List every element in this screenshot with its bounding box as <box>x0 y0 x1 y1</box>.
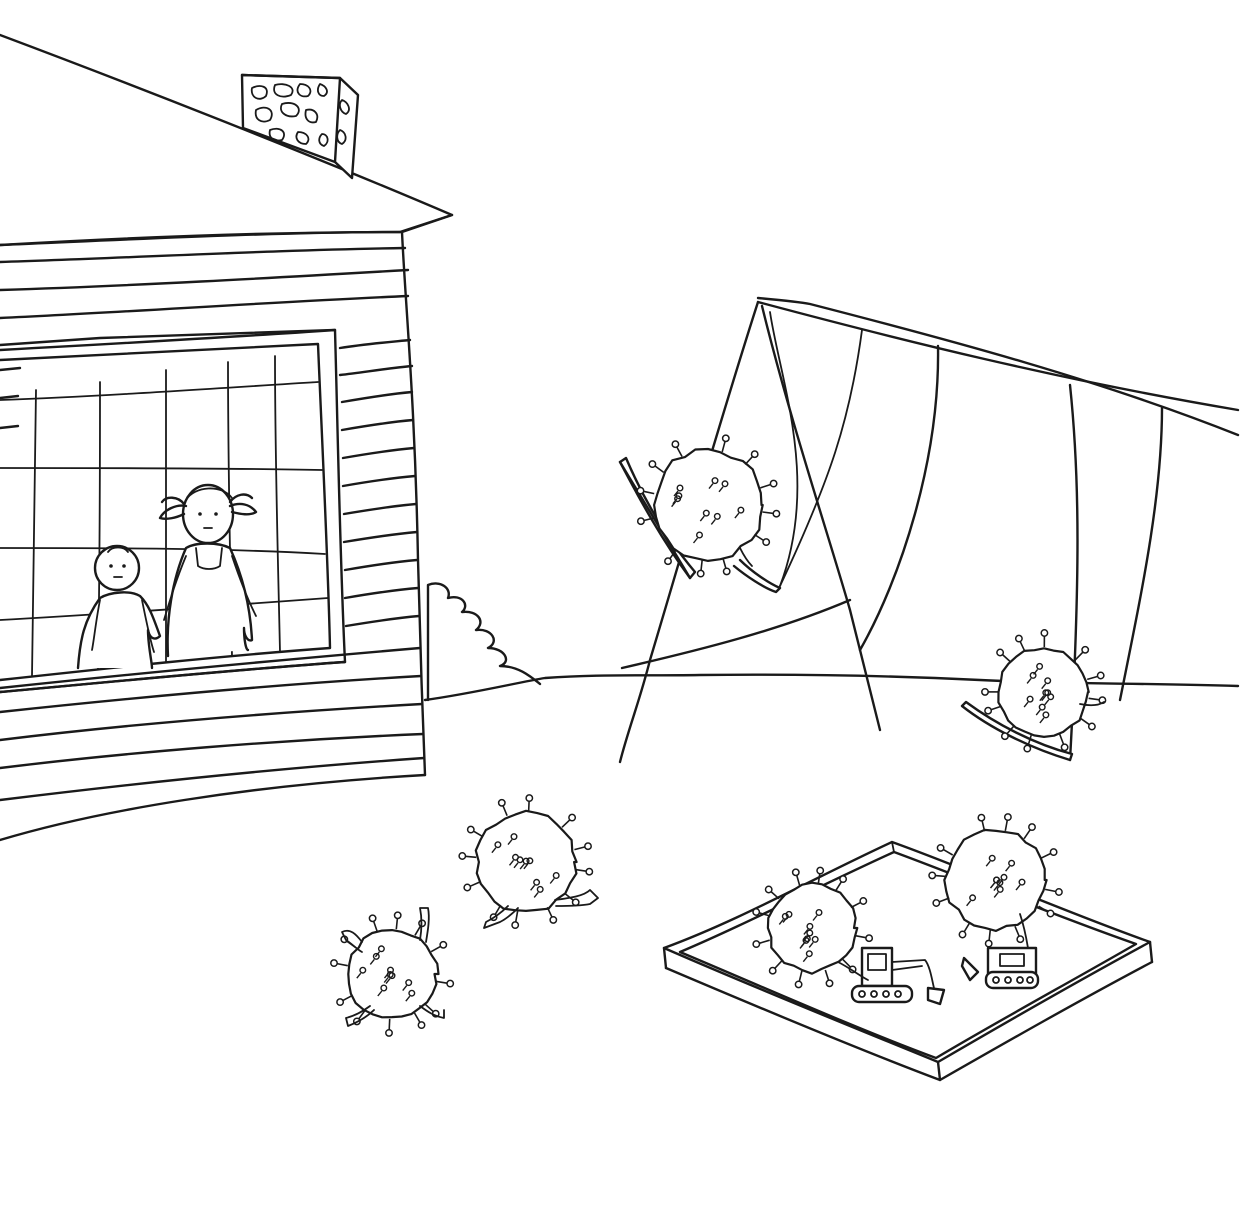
virus-running <box>458 794 594 930</box>
toy-bulldozer <box>960 946 1040 990</box>
virus-with-excavator <box>752 866 874 989</box>
toy-excavator <box>850 946 946 1006</box>
virus-characters <box>330 434 1107 1037</box>
virus-tumbling <box>330 911 455 1037</box>
boy-figure <box>76 544 162 670</box>
girl-figure <box>158 483 258 658</box>
chimney <box>240 73 360 180</box>
horizon-line <box>423 673 1240 702</box>
virus-with-bulldozer <box>928 813 1063 948</box>
virus-on-left-swing <box>636 434 781 578</box>
bush <box>426 582 542 702</box>
swing-seat-right <box>960 700 1074 762</box>
virus-on-right-swing <box>981 629 1107 753</box>
virus-limbs <box>341 547 1105 1027</box>
house <box>0 33 454 842</box>
